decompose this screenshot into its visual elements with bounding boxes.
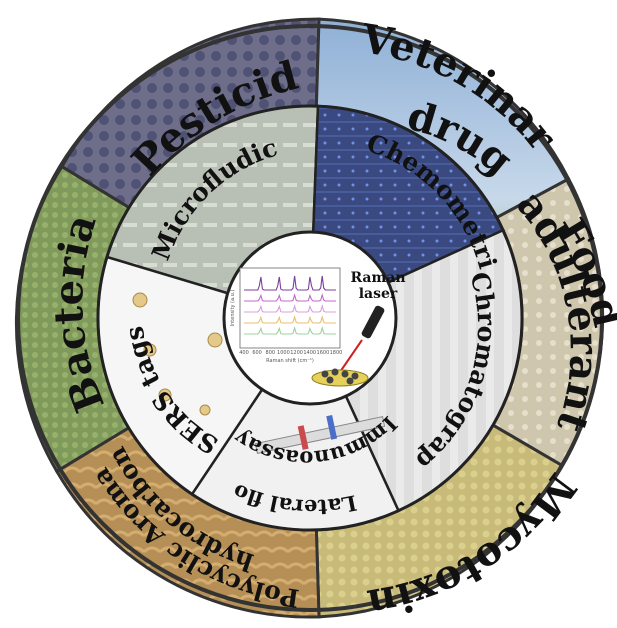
spectrum-ylabel: Intensity (a.u.) bbox=[230, 290, 236, 327]
spectrum-tick-label: 600 bbox=[252, 350, 262, 356]
spectrum-tick-label: 1400 bbox=[303, 350, 316, 356]
spectrum-xlabel: Raman shift (cm⁻¹) bbox=[266, 358, 314, 364]
spectrum-tick-label: 400 bbox=[239, 350, 249, 356]
spectrum-tick-label: 1600 bbox=[317, 350, 330, 356]
raman-spectrum-plot bbox=[240, 268, 340, 348]
laser-label-line1: Raman bbox=[350, 270, 405, 286]
spectrum-tick-label: 800 bbox=[266, 350, 276, 356]
spectrum-tick-label: 1800 bbox=[330, 350, 343, 356]
laser-label-line2: laser bbox=[359, 286, 398, 302]
spectrum-tick-label: 1000 bbox=[277, 350, 290, 356]
spectrum-tick-label: 1200 bbox=[290, 350, 303, 356]
